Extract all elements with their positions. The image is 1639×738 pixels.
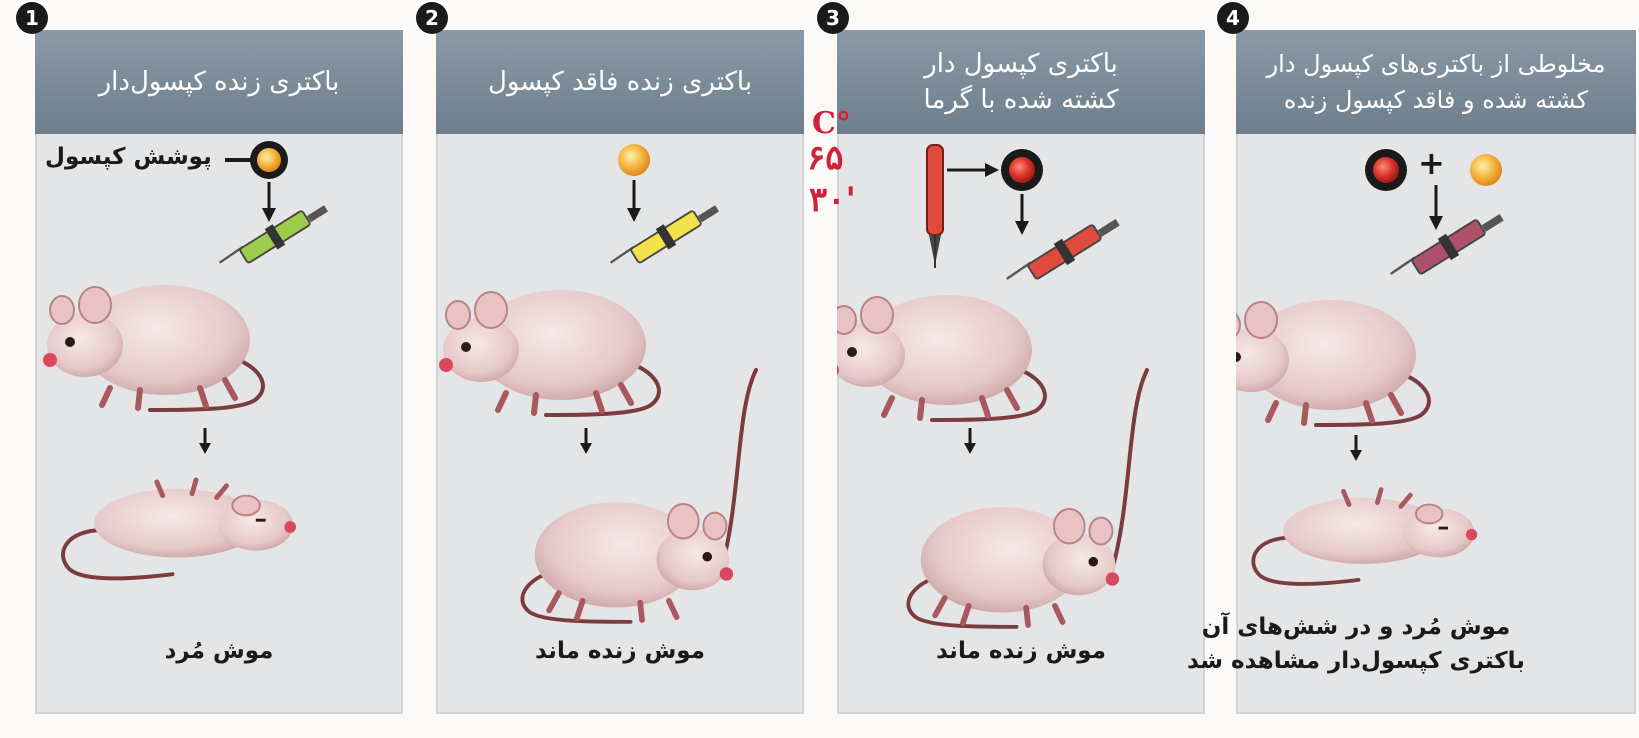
- caption-line: باکتری کپسول‌دار مشاهده شد: [1176, 644, 1536, 678]
- handwritten-note: ۳۰': [809, 180, 856, 220]
- mouse-icon: [522, 502, 733, 622]
- mouse-tail: [721, 370, 756, 570]
- panel-illustration: [837, 30, 1205, 714]
- caption-line: موش مُرد: [35, 634, 403, 668]
- arrow-down-icon: [627, 180, 641, 222]
- step-number-badge: 2: [416, 2, 448, 34]
- mouse-icon: [439, 290, 659, 415]
- bacterium-icon: [618, 144, 650, 176]
- panel-illustration: [436, 30, 804, 714]
- arrow-down-icon: [1350, 435, 1362, 461]
- mouse-icon: [908, 507, 1119, 627]
- arrow-down-icon: [964, 428, 976, 454]
- arrow-down-icon: [1429, 185, 1443, 230]
- syringe-icon: [220, 205, 328, 263]
- panel-2: باکتری زنده فاقد کپسول موش زنده ماند: [436, 30, 804, 714]
- syringe-icon: [611, 205, 719, 263]
- mouse-icon: [837, 295, 1045, 420]
- dead-mouse-icon: [63, 480, 296, 578]
- panel-caption: موش مُرد: [35, 634, 403, 668]
- panel-3: باکتری کپسول دار کشته شده با گرما: [837, 30, 1205, 714]
- caption-line: موش مُرد و در شش‌های آن: [1176, 610, 1536, 644]
- step-number-badge: 1: [16, 2, 48, 34]
- dead-mouse-icon: [1253, 489, 1477, 583]
- panel-caption: موش زنده ماند: [837, 634, 1205, 668]
- caption-line: موش زنده ماند: [837, 634, 1205, 668]
- capsule-bacterium-icon: [250, 141, 288, 179]
- arrow-down-icon: [199, 428, 211, 454]
- syringe-icon: [1391, 214, 1504, 275]
- panel-4: مخلوطی از باکتری‌های کپسول دار کشته شده …: [1236, 30, 1636, 714]
- panel-1: باکتری زنده کپسول‌دار پوشش کپسول موش مُر…: [35, 30, 403, 714]
- arrow-down-icon: [1015, 194, 1029, 235]
- arrow-down-icon: [262, 182, 276, 222]
- step-number-badge: 4: [1217, 2, 1249, 34]
- panel-illustration: [35, 30, 403, 714]
- bacterium-icon: [1470, 154, 1502, 186]
- caption-line: موش زنده ماند: [436, 634, 804, 668]
- capsule-bacterium-icon: [1001, 149, 1043, 191]
- panel-caption: موش زنده ماند: [436, 634, 804, 668]
- handwritten-note: C°: [812, 106, 851, 141]
- handwritten-note: ۶۵: [807, 138, 844, 178]
- mouse-icon: [43, 285, 263, 410]
- plus-sign: +: [1418, 144, 1445, 182]
- arrow-right-icon: [947, 163, 999, 177]
- capsule-bacterium-icon: [1365, 149, 1407, 191]
- mouse-tail: [1112, 370, 1147, 570]
- mouse-icon: [1236, 300, 1429, 425]
- capsule-label: پوشش کپسول: [45, 144, 212, 170]
- panel-caption: موش مُرد و در شش‌های آن باکتری کپسول‌دار…: [1176, 610, 1536, 678]
- step-number-badge: 3: [817, 2, 849, 34]
- thermometer-icon: [927, 145, 943, 268]
- arrow-down-icon: [580, 428, 592, 454]
